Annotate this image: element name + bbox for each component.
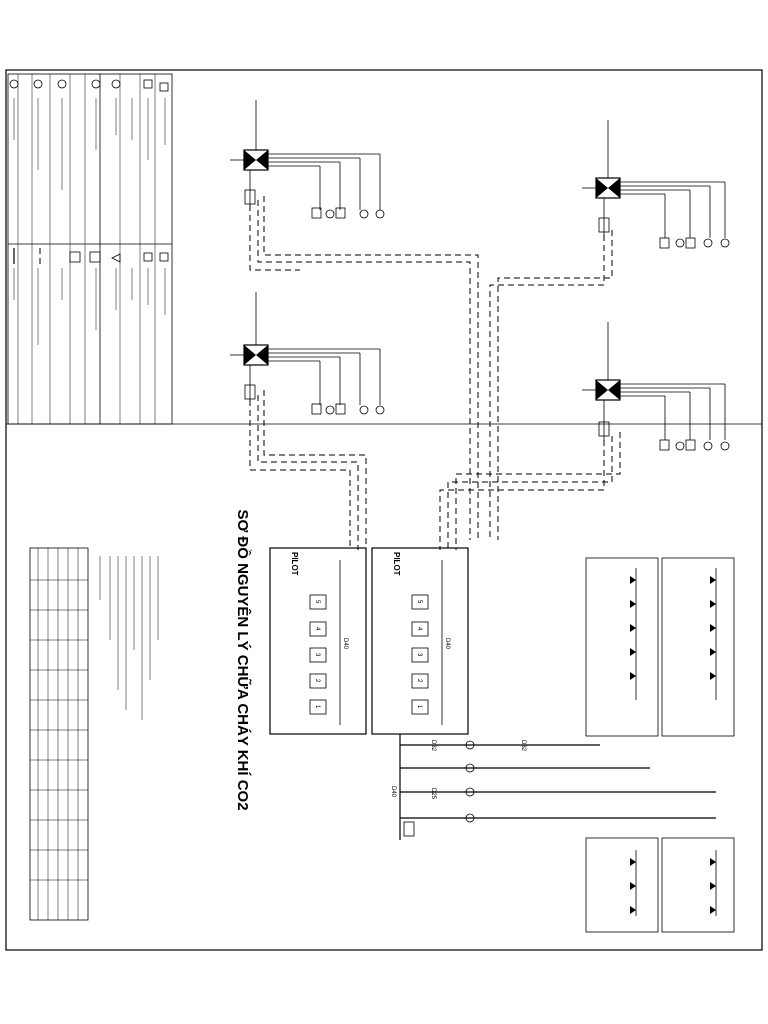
drawing-border bbox=[5, 69, 763, 951]
pilot-label-1: PILOT bbox=[290, 552, 299, 576]
bank-2-cyl-2: 2 bbox=[416, 679, 422, 683]
bank-1-cylinders bbox=[309, 594, 327, 715]
signal-wiring bbox=[249, 196, 621, 550]
room-nozzle-box-1 bbox=[585, 557, 659, 737]
room-nozzle-box-4 bbox=[661, 837, 735, 933]
legend-symbols bbox=[9, 79, 169, 264]
cylinder-bank-1: PILOT D40 1 2 3 4 5 bbox=[269, 547, 367, 735]
pipe-label-d40: D40 bbox=[390, 786, 396, 798]
calculation-table bbox=[29, 547, 89, 921]
bank-1-cyl-5: 5 bbox=[314, 600, 320, 604]
pipe-label-d32-1: D32 bbox=[430, 740, 436, 752]
pilot-label-2: PILOT bbox=[392, 552, 401, 576]
diagram-title: SƠ ĐỒ NGUYÊN LÝ CHỮA CHÁY KHÍ CO2 bbox=[234, 509, 252, 810]
room-nozzle-box-3 bbox=[585, 837, 659, 933]
bank-1-cyl-1: 1 bbox=[314, 705, 320, 709]
bank-2-cyl-1: 1 bbox=[416, 705, 422, 709]
main-piping bbox=[399, 734, 716, 840]
bank-2-cyl-3: 3 bbox=[416, 653, 422, 657]
bank-2-cyl-4: 4 bbox=[416, 627, 422, 631]
control-unit-1 bbox=[230, 100, 385, 219]
pipe-label-d25: D25 bbox=[430, 788, 436, 800]
control-unit-2 bbox=[230, 292, 385, 415]
room-nozzle-box-2 bbox=[661, 557, 735, 737]
legend-table bbox=[7, 73, 173, 425]
cylinder-bank-2: PILOT D40 1 2 3 4 5 bbox=[371, 547, 469, 735]
control-unit-3 bbox=[582, 120, 730, 249]
bank-2-cylinders bbox=[411, 594, 429, 715]
bank-1-cyl-2: 2 bbox=[314, 679, 320, 683]
pipe-label-d32-2: D32 bbox=[520, 740, 526, 752]
bank-1-pipe-label: D40 bbox=[342, 638, 348, 650]
bank-2-cyl-5: 5 bbox=[416, 600, 422, 604]
control-unit-4 bbox=[582, 322, 730, 451]
bank-1-cyl-4: 4 bbox=[314, 627, 320, 631]
calculation-notes bbox=[99, 556, 159, 720]
bank-2-pipe-label: D40 bbox=[444, 638, 450, 650]
bank-1-cyl-3: 3 bbox=[314, 653, 320, 657]
